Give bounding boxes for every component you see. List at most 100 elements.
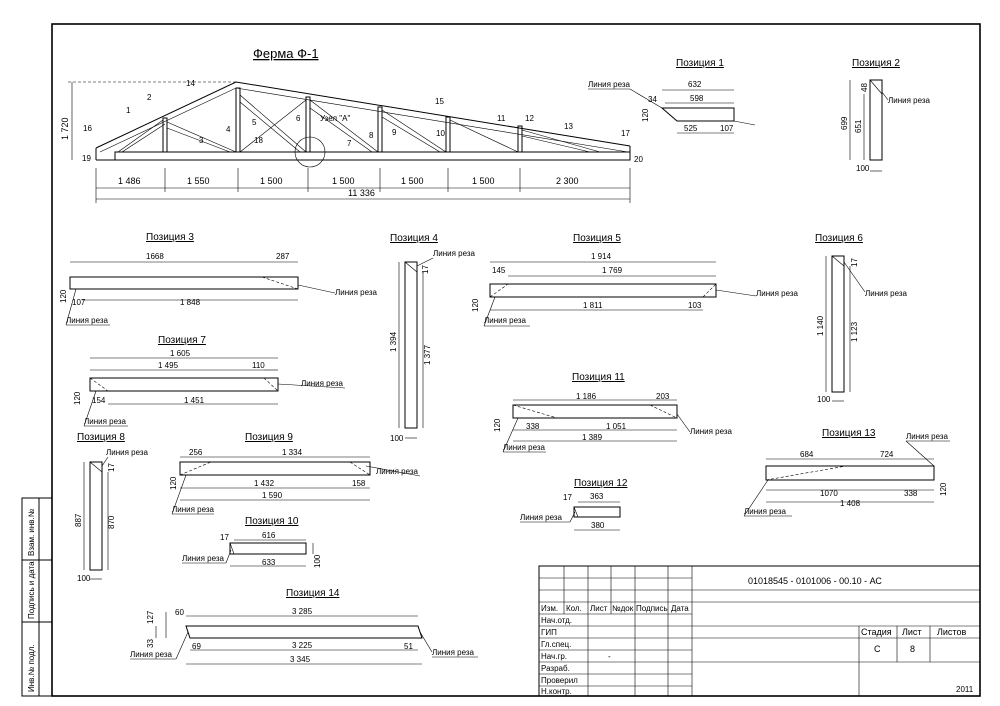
dim: 127 [146, 610, 155, 624]
dim: 100 [77, 574, 91, 583]
dim: 100 [817, 395, 831, 404]
dim: 107 [72, 298, 86, 307]
sheets-label: Листов [937, 627, 966, 637]
span-dim: 1 500 [332, 176, 355, 186]
span-dim: 1 500 [401, 176, 424, 186]
span-total: 11 336 [348, 188, 375, 198]
member-label: 5 [252, 118, 257, 127]
dim: 3 345 [290, 655, 311, 664]
stamp-col: Дата [671, 604, 689, 613]
member-label: 16 [83, 124, 92, 133]
dim: 120 [939, 482, 948, 496]
year: 2011 [956, 685, 974, 694]
position-title: Позиция 5 [573, 233, 621, 244]
dim: 48 [860, 83, 869, 92]
dim: 1 769 [602, 266, 623, 275]
position-3: Позиция 3 1668 287 120 107 1 848 Линия р… [59, 232, 378, 326]
dim: 69 [192, 642, 201, 651]
position-13: Позиция 13 684 724 120 1070 338 1 408 Ли… [743, 428, 950, 517]
position-11: Позиция 11 1 186 203 120 338 1 051 1 389… [493, 372, 733, 453]
cut-line-label: Линия реза [335, 288, 378, 297]
position-title: Позиция 7 [158, 335, 206, 346]
position-title: Позиция 3 [146, 232, 194, 243]
position-1: Позиция 1 632 598 525 107 34 120 Линия р… [588, 58, 756, 134]
position-title: Позиция 11 [572, 372, 625, 383]
dim: 110 [252, 361, 265, 370]
dim: 158 [352, 479, 366, 488]
dim: 1668 [146, 252, 164, 261]
member-label: 10 [436, 129, 445, 138]
dim: 684 [800, 450, 814, 459]
dim: 1 140 [816, 315, 825, 336]
dim: 1 186 [576, 392, 597, 401]
dim: 525 [684, 124, 698, 133]
span-dim: 1 550 [187, 176, 210, 186]
cut-line-label: Линия реза [690, 427, 733, 436]
dim: 120 [641, 108, 650, 122]
stamp-row: Нач.отд. [541, 616, 572, 625]
side-stamp: Взам. инв.№ Подпись и дата Инв.№ подл. [21, 497, 53, 697]
truss-drawing: Ферма Ф-1 1 2 [60, 46, 643, 203]
cut-line-label: Линия реза [130, 650, 173, 659]
dim: 145 [492, 266, 506, 275]
dim: 100 [856, 164, 870, 173]
position-12: Позиция 12 17 363 380 Линия реза [520, 478, 628, 531]
dim: 1 914 [591, 252, 612, 261]
position-5: Позиция 5 1 914 145 1 769 120 1 811 103 … [471, 233, 799, 327]
dim: 3 225 [292, 641, 313, 650]
position-title: Позиция 14 [286, 588, 340, 599]
position-title: Позиция 12 [574, 478, 628, 489]
dim: 1 432 [254, 479, 275, 488]
node-a-label: Узел "А" [320, 114, 350, 123]
stamp-col: Изм. [541, 604, 558, 613]
stamp-row: Н.контр. [541, 687, 572, 696]
sheet-label: Лист [902, 627, 922, 637]
title-block: 01018545 - 0101006 - 00.10 - АС Изм. Кол… [538, 565, 981, 697]
dim: 100 [390, 434, 404, 443]
cut-line-label: Линия реза [744, 507, 787, 516]
cut-line-label: Линия реза [84, 417, 127, 426]
dim: 120 [169, 476, 178, 490]
dim: 17 [850, 258, 859, 267]
dim: 887 [74, 513, 83, 527]
cut-line-label: Линия реза [503, 443, 546, 452]
position-title: Позиция 9 [245, 432, 293, 443]
side-label-sign: Подпись и дата [27, 561, 36, 619]
member-label: 19 [82, 154, 91, 163]
truss-title: Ферма Ф-1 [253, 46, 319, 61]
dim: 1 408 [840, 499, 861, 508]
side-label-replace: Взам. инв.№ [27, 508, 36, 556]
stage-value: С [874, 644, 881, 654]
dim: 33 [146, 639, 155, 648]
span-dim: 1 500 [472, 176, 495, 186]
document-code: 01018545 - 0101006 - 00.10 - АС [748, 576, 882, 586]
dim: 100 [313, 554, 322, 568]
dim: 1 123 [850, 321, 859, 342]
cut-line-label: Линия реза [66, 316, 109, 325]
member-label: 2 [147, 93, 152, 102]
member-label: 9 [392, 128, 397, 137]
dim: 1 377 [423, 344, 432, 365]
dim: 120 [471, 298, 480, 312]
cut-line-label: Линия реза [301, 379, 344, 388]
dim: 120 [59, 289, 68, 303]
dim: 632 [688, 80, 702, 89]
truss-height: 1 720 [60, 117, 70, 140]
dim: 363 [590, 492, 604, 501]
cut-line-label: Линия реза [484, 316, 527, 325]
stage-label: Стадия [861, 627, 892, 637]
side-label-inv: Инв.№ подл. [27, 644, 36, 692]
dim: 120 [73, 391, 82, 405]
cut-line-label: Линия реза [888, 96, 931, 105]
stamp-row: Гл.спец. [541, 640, 571, 649]
member-label: 12 [525, 114, 534, 123]
dim: 287 [276, 252, 290, 261]
position-title: Позиция 13 [822, 428, 876, 439]
dim: 256 [189, 448, 203, 457]
position-title: Позиция 10 [245, 516, 299, 527]
cut-line-label: Линия реза [756, 289, 799, 298]
dim: 203 [656, 392, 670, 401]
dim: 1 394 [389, 331, 398, 352]
dim: 3 285 [292, 607, 313, 616]
